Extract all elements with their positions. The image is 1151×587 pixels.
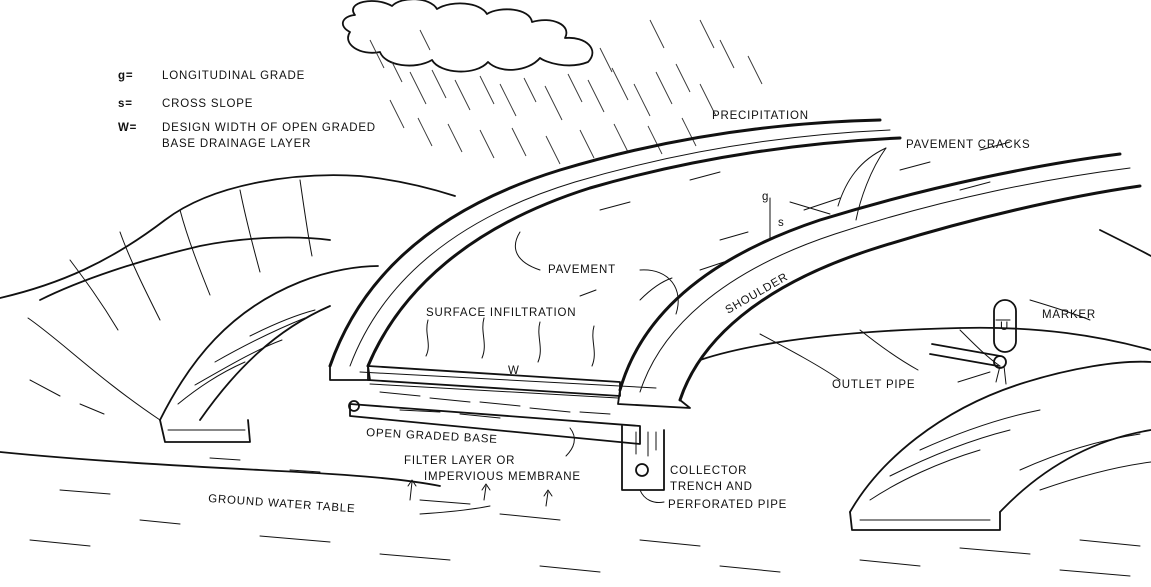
cloud — [341, 0, 594, 73]
legend-text-s: CROSS SLOPE — [162, 98, 253, 110]
label-collector-2: TRENCH AND — [670, 481, 753, 493]
label-marker: MARKER — [1042, 309, 1096, 321]
legend: g= LONGITUDINAL GRADE s= CROSS SLOPE W= … — [118, 70, 376, 150]
label-filter-layer-1: FILTER LAYER OR — [404, 455, 515, 467]
legend-symbol-s: s= — [118, 98, 133, 110]
leader-lines — [359, 147, 1011, 515]
label-width-w: W — [508, 365, 520, 377]
rain-streaks — [369, 19, 763, 165]
legend-symbol-g: g= — [118, 70, 133, 82]
marker-post — [993, 299, 1017, 353]
label-collector-1: COLLECTOR — [670, 465, 747, 477]
label-pavement: PAVEMENT — [548, 264, 616, 276]
marker-glyph: U — [1000, 321, 1009, 333]
base-slab — [348, 365, 641, 445]
label-surface-infiltration: SURFACE INFILTRATION — [426, 307, 576, 319]
label-filter-layer-2: IMPERVIOUS MEMBRANE — [424, 471, 581, 483]
groundwater-arrows — [407, 479, 553, 507]
outlet-assembly — [929, 299, 1017, 385]
legend-text-w-2: BASE DRAINAGE LAYER — [162, 138, 311, 150]
label-grade-g: g — [762, 191, 769, 203]
label-outlet-pipe: OUTLET PIPE — [832, 379, 915, 391]
collector-trench — [621, 425, 665, 491]
label-ground-water-table: GROUND WATER TABLE — [208, 493, 356, 515]
label-precipitation: PRECIPITATION — [712, 110, 809, 122]
legend-symbol-w: W= — [118, 122, 137, 134]
infiltration-arrows — [425, 141, 1011, 367]
label-shoulder: SHOULDER — [724, 271, 791, 317]
terrain — [0, 174, 1151, 577]
label-pavement-cracks: PAVEMENT CRACKS — [906, 139, 1030, 151]
label-open-graded-base: OPEN GRADED BASE — [366, 427, 498, 446]
roadway — [328, 118, 1142, 409]
legend-text-g: LONGITUDINAL GRADE — [162, 70, 305, 82]
label-slope-s: s — [778, 217, 785, 229]
legend-text-w: DESIGN WIDTH OF OPEN GRADED — [162, 122, 376, 134]
label-collector-3: PERFORATED PIPE — [668, 499, 787, 511]
